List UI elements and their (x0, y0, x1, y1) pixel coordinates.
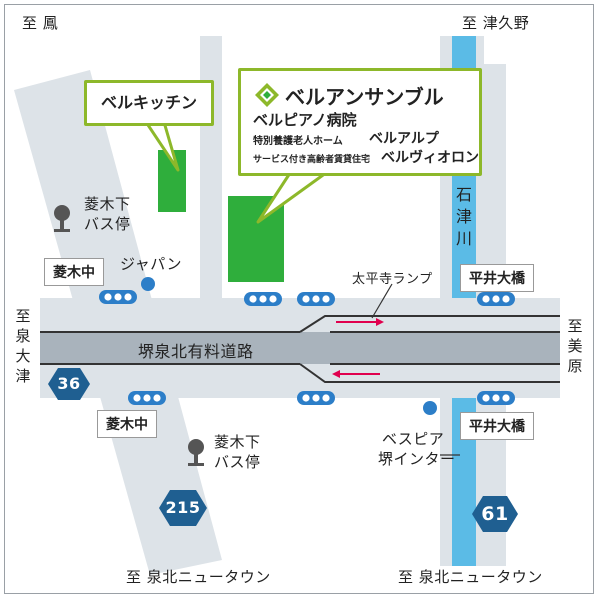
direction-right-char: 原 (567, 357, 583, 375)
ramp-bottom (299, 363, 560, 383)
callout-kitchen-title: ベルキッチン (100, 93, 197, 112)
signal-hishiki-top (99, 290, 137, 304)
direction-right: 至 美 原 (566, 316, 584, 376)
bus-stop-top-icon (54, 205, 70, 232)
center-vertical-road (200, 36, 222, 300)
direction-bottom-left: 至 泉北ニュータウン (126, 568, 271, 586)
callout-bell-ensemble: ベルアンサンブル ベルピアノ病院 特別養護老人ホーム ベルアルプ サービス付き高… (238, 68, 482, 176)
route-215-number: 215 (165, 498, 201, 517)
bus-stop-top-line2: バス停 (84, 215, 131, 233)
direction-left-char: 大 (15, 347, 31, 365)
signal-center-bottom (297, 391, 335, 405)
river-char: 石 (455, 185, 472, 204)
route-36-number: 36 (57, 374, 81, 393)
vespia-dot (423, 401, 437, 415)
intersection-hirai-bottom: 平井大橋 (460, 412, 534, 440)
direction-bottom-right: 至 泉北ニュータウン (398, 568, 543, 586)
housing-name: ベルヴィオロン (381, 150, 479, 166)
ramp-pointer (371, 283, 393, 319)
route-36-shield (48, 368, 90, 400)
direction-left: 至 泉 大 津 (14, 306, 32, 386)
callout-bell-kitchen: ベルキッチン (84, 80, 214, 126)
landmark-taiheiji-ramp: 太平寺ランプ (352, 272, 433, 287)
route-61-shield (472, 496, 518, 532)
intersection-hishiki-bottom: 菱木中 (97, 410, 157, 438)
river-char: 川 (455, 229, 472, 248)
signal-center-right (297, 292, 335, 306)
river-label: 石 津 川 (455, 184, 473, 250)
direction-left-char: 泉 (15, 327, 31, 345)
direction-left-char: 津 (15, 367, 31, 385)
arrow-east-head (376, 318, 384, 326)
direction-right-char: 美 (567, 337, 583, 355)
expressway-name: 堺泉北有料道路 (138, 342, 254, 361)
bus-stop-top-line1: 菱木下 (84, 195, 131, 213)
hospital-name: ベルピアノ病院 (253, 111, 357, 129)
bus-stop-bottom-icon (188, 439, 204, 466)
signal-hishiki-bottom (128, 391, 166, 405)
bus-stop-bottom-line1: 菱木下 (214, 433, 261, 451)
landmark-vespia-line1: ベスピア (382, 430, 445, 448)
direction-top-right: 至 津久野 (462, 14, 530, 32)
direction-left-char: 至 (15, 307, 31, 325)
landmark-vespia-line2: 堺インター (378, 450, 456, 468)
brand-name: ベルアンサンブル (285, 85, 444, 109)
intersection-hirai-top: 平井大橋 (460, 264, 534, 292)
expressway-center (40, 332, 560, 364)
direction-right-char: 至 (567, 317, 583, 335)
japan-dot (141, 277, 155, 291)
signal-hirai-top (477, 292, 515, 306)
direction-top-left: 至 鳳 (22, 14, 59, 32)
arrow-west-head (332, 370, 340, 378)
bell-ensemble-logo-icon (255, 83, 279, 107)
home-name: ベルアルプ (369, 131, 439, 147)
signal-hirai-bottom (477, 391, 515, 405)
landmark-japan: ジャパン (120, 255, 183, 273)
intersection-hishiki-top: 菱木中 (44, 258, 104, 286)
right-vertical-road-east-top (484, 64, 506, 298)
route-61-number: 61 (481, 503, 509, 525)
home-prefix: 特別養護老人ホーム (253, 136, 343, 147)
bus-stop-bottom-line2: バス停 (214, 453, 261, 471)
ramp-top (299, 315, 560, 333)
signal-center-left (244, 292, 282, 306)
route-215-shield (159, 490, 207, 526)
housing-prefix: サービス付き高齢者賃貸住宅 (253, 155, 371, 165)
river-char: 津 (455, 207, 472, 226)
